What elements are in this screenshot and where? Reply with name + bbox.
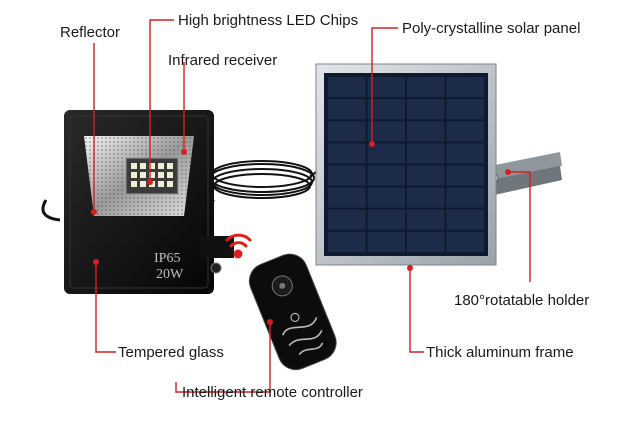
led-chip — [149, 172, 155, 178]
solar-cell — [328, 77, 366, 98]
solar-cell — [328, 209, 366, 230]
solar-cell — [446, 165, 484, 186]
solar-cell — [446, 143, 484, 164]
solar-cell — [367, 99, 405, 120]
led-chip — [140, 172, 146, 178]
led-chip — [131, 163, 137, 169]
callout-infrared-receiver: Infrared receiver — [168, 52, 278, 69]
solar-cell — [367, 209, 405, 230]
solar-cell — [446, 231, 484, 252]
solar-cell — [328, 99, 366, 120]
led-chip — [140, 163, 146, 169]
solar-cell — [446, 77, 484, 98]
callout-lines — [93, 19, 531, 393]
solar-cell — [407, 209, 445, 230]
signal-waves-icon — [225, 233, 252, 259]
solar-cell — [407, 187, 445, 208]
callout-dots — [91, 141, 511, 325]
solar-cell — [367, 143, 405, 164]
callout-holder: 180°rotatable holder — [454, 292, 590, 309]
solar-cell — [446, 121, 484, 142]
solar-cell — [367, 77, 405, 98]
solar-cell — [328, 121, 366, 142]
solar-cell — [407, 165, 445, 186]
floodlight — [41, 110, 234, 294]
callout-remote-controller: Intelligent remote controller — [182, 384, 363, 401]
led-chip — [158, 181, 164, 187]
solar-cell — [328, 187, 366, 208]
rating-text: IP65 — [154, 251, 181, 266]
solar-cell — [407, 143, 445, 164]
led-chip — [131, 172, 137, 178]
solar-cell — [367, 187, 405, 208]
solar-cell — [407, 77, 445, 98]
solar-cell — [407, 99, 445, 120]
led-chip — [167, 181, 173, 187]
led-chip — [140, 181, 146, 187]
callout-led-chips: High brightness LED Chips — [178, 12, 359, 29]
callout-tempered-glass: Tempered glass — [118, 344, 224, 361]
led-chip — [167, 172, 173, 178]
led-chip — [131, 181, 137, 187]
led-chip — [158, 163, 164, 169]
solar-cell — [328, 165, 366, 186]
solar-cell — [446, 209, 484, 230]
callout-solar-panel: Poly-crystalline solar panel — [402, 20, 581, 37]
callout-reflector: Reflector — [60, 24, 121, 41]
led-chip — [158, 172, 164, 178]
remote-controller — [248, 253, 337, 371]
led-chip — [149, 163, 155, 169]
callout-aluminum-frame: Thick aluminum frame — [426, 344, 574, 361]
solar-panel — [315, 63, 497, 266]
solar-cell — [367, 165, 405, 186]
solar-cell — [328, 143, 366, 164]
solar-cell — [446, 99, 484, 120]
solar-cell — [407, 121, 445, 142]
solar-cell — [367, 121, 405, 142]
solar-cell — [328, 231, 366, 252]
led-chip — [167, 163, 173, 169]
solar-cell — [367, 231, 405, 252]
wattage-text: 20W — [156, 267, 184, 282]
solar-cell — [407, 231, 445, 252]
solar-cell — [446, 187, 484, 208]
